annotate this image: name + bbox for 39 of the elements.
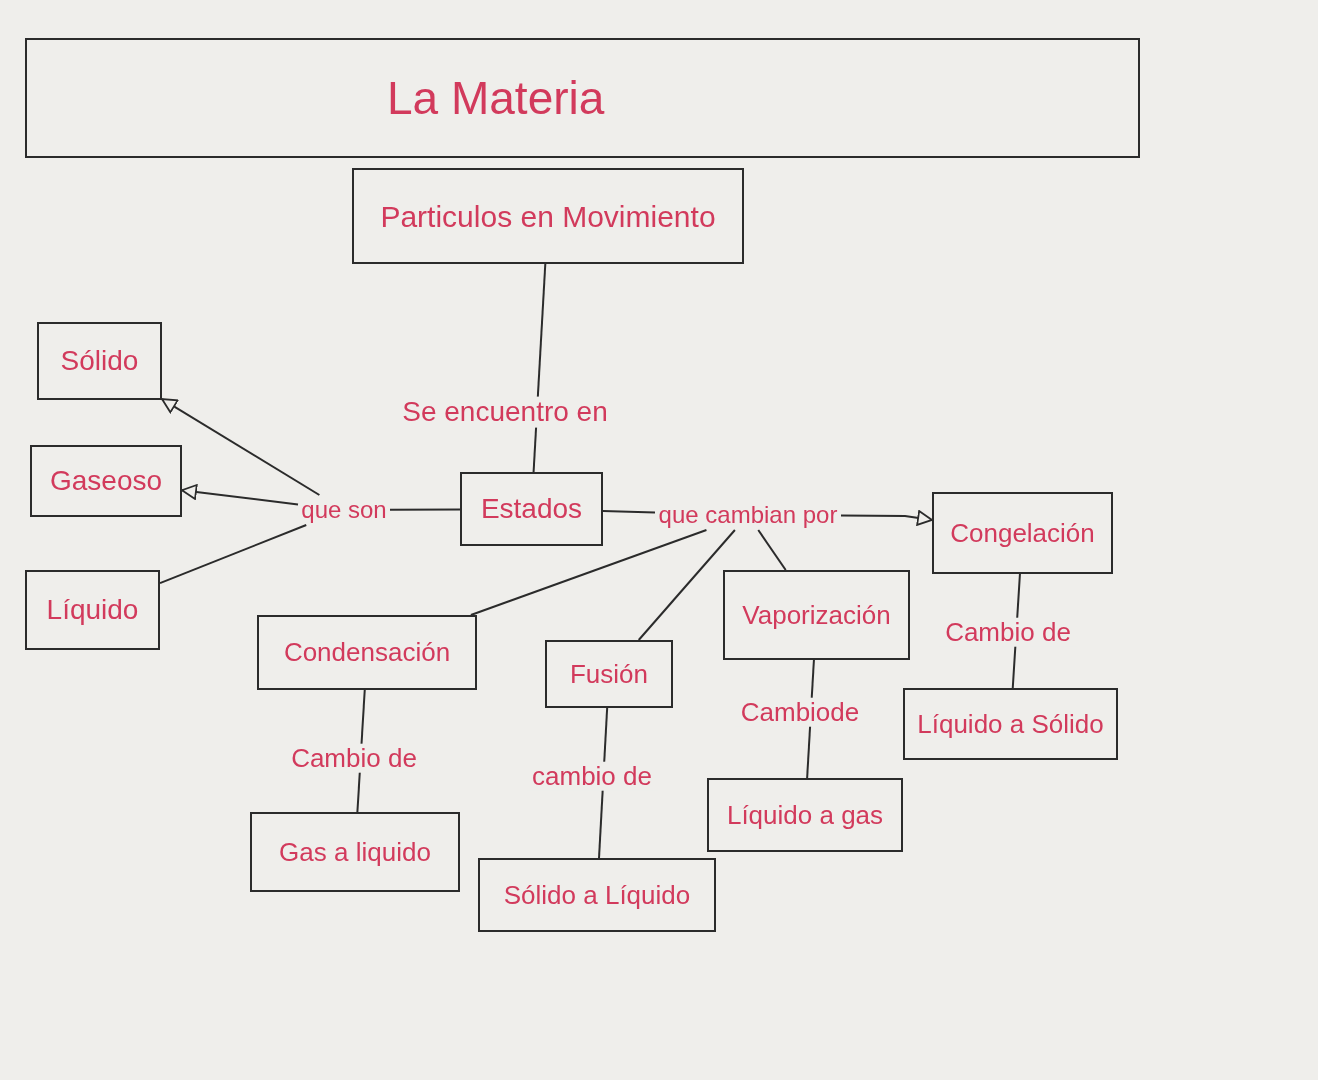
concept-text: Líquido <box>46 594 139 626</box>
concept-text: Fusión <box>569 659 648 689</box>
concept-box <box>545 640 673 708</box>
concept-box <box>723 570 910 660</box>
concept-text: Condensación <box>283 638 451 667</box>
connector-line <box>389 508 461 511</box>
arrow <box>840 510 933 526</box>
connector-line <box>602 510 656 514</box>
concept-text: Gas a liquido <box>279 837 431 867</box>
concept-box <box>30 445 182 517</box>
connector-line <box>757 529 787 571</box>
concept-box <box>707 778 903 852</box>
linking-phrase: que cambian por <box>655 500 841 530</box>
concept-box <box>37 322 162 400</box>
connector-line <box>637 529 736 641</box>
concept-text: Particulos en Movimiento <box>380 199 716 233</box>
concept-text: Líquido a Sólido <box>917 709 1104 739</box>
concept-text: Congelación <box>950 518 1095 548</box>
concept-box <box>352 168 744 264</box>
connector-line <box>159 524 308 585</box>
title-banner <box>25 38 1140 158</box>
concept-box <box>478 858 716 932</box>
arrow <box>181 484 299 506</box>
concept-box <box>257 615 477 690</box>
concept-text: Líquido a gas <box>726 800 884 830</box>
concept-text: Gaseoso <box>49 465 163 497</box>
title-text: La Materia <box>387 72 605 124</box>
concept-text: Vaporización <box>742 600 891 630</box>
concept-box <box>25 570 160 650</box>
concept-text: Sólido <box>60 345 139 377</box>
concept-text: Estados <box>480 493 583 525</box>
concept-box <box>250 812 460 892</box>
connector-line <box>469 529 708 616</box>
linking-phrase: que son <box>298 495 390 525</box>
concept-text: Sólido a Líquido <box>503 880 691 910</box>
concept-box <box>932 492 1113 574</box>
arrow <box>161 398 321 496</box>
concept-box <box>460 472 603 546</box>
concept-box <box>903 688 1118 760</box>
